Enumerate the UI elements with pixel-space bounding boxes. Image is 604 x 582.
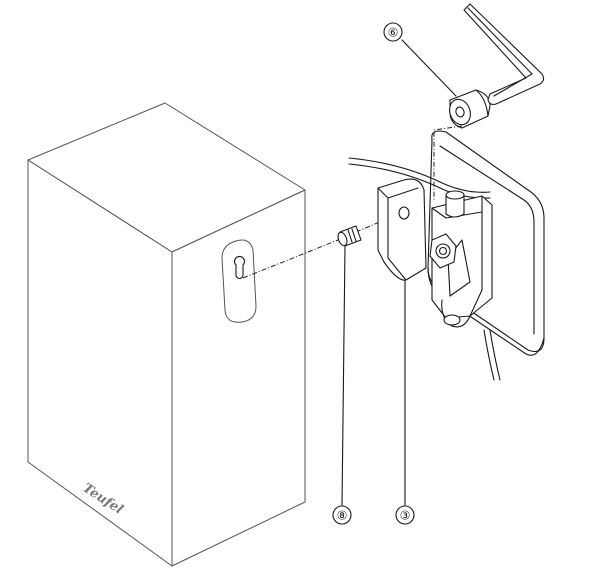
- hex-nut: [429, 233, 457, 269]
- callout-screw-label: ⑧: [337, 509, 348, 523]
- speaker-cabinet: Teufel: [27, 102, 306, 567]
- bracket-arm: [377, 178, 427, 281]
- callout-nut-label: ⑥: [388, 26, 399, 40]
- speaker-cable-lower: [483, 329, 501, 381]
- callout-screw: ⑧: [332, 505, 352, 525]
- speaker-cable: [348, 157, 491, 193]
- callout-nut: ⑥: [383, 22, 403, 42]
- hex-key-tool: [463, 3, 545, 106]
- screw: [337, 225, 362, 247]
- threaded-nut: [449, 89, 491, 129]
- bracket-hinge: [431, 190, 493, 328]
- leader-screw: [341, 245, 346, 506]
- keyhole-slot-icon: [233, 255, 246, 280]
- leader-nut: [401, 39, 457, 97]
- callout-bracket-label: ③: [400, 509, 411, 523]
- speaker-cable-2: [348, 163, 491, 199]
- keyhole-plate: [221, 239, 257, 323]
- callout-bracket: ③: [395, 505, 415, 525]
- alignment-line-vertical: [433, 125, 463, 200]
- speaker-right-face: [171, 189, 306, 567]
